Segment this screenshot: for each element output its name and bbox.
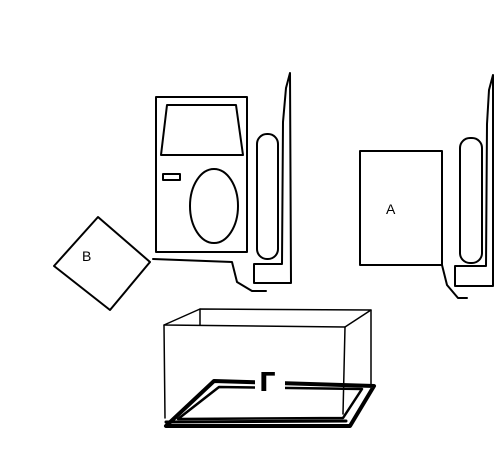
box-a <box>359 150 443 266</box>
box-base-frame <box>164 379 376 428</box>
label-a: A <box>386 201 396 217</box>
left-device-body <box>155 96 248 253</box>
box-base-front-edge <box>164 419 348 424</box>
right-stand-slot <box>459 137 483 264</box>
label-b: B <box>82 248 91 264</box>
wire-box <box>163 308 372 419</box>
left-device-slot <box>162 173 181 181</box>
box-base-inner <box>176 385 364 421</box>
left-stand <box>253 72 292 284</box>
wire-box-front-left-edge <box>163 324 166 419</box>
left-cable <box>152 258 267 292</box>
left-device <box>155 96 248 253</box>
wire-box-front-right-edge <box>342 326 346 415</box>
label-gamma: Г <box>259 368 276 398</box>
gamma-bg <box>255 372 285 392</box>
right-stand <box>454 74 494 287</box>
left-device-dial <box>189 168 239 244</box>
left-stand-slot <box>256 133 279 260</box>
diamond-b <box>53 216 151 311</box>
wire-box-top <box>163 308 372 328</box>
box-base-outer <box>164 379 376 428</box>
left-device-display <box>160 104 244 156</box>
left-stand-frame <box>253 72 292 284</box>
right-stand-frame <box>454 74 494 287</box>
right-cable <box>441 264 468 299</box>
